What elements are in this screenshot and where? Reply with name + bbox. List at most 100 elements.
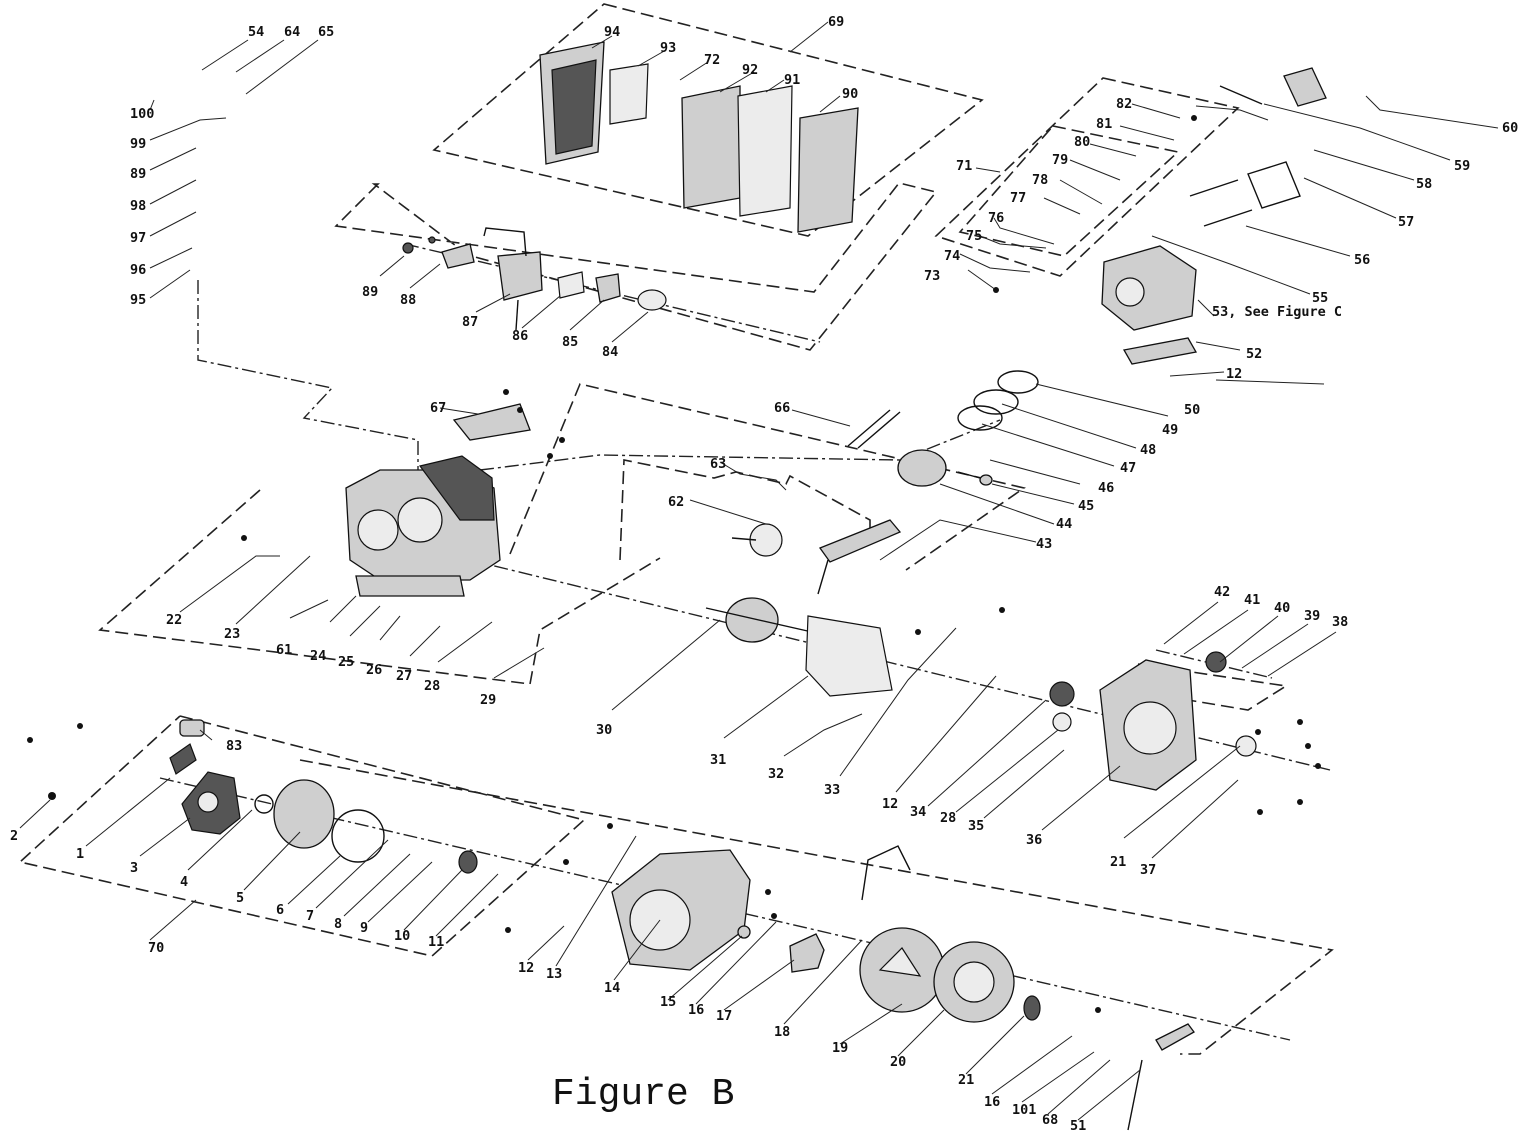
callout-33: 33 [824, 782, 840, 798]
callout-91: 91 [784, 72, 800, 88]
callout-24: 24 [310, 648, 326, 664]
air-filter-frame-69 [432, 3, 984, 237]
callout-90: 90 [842, 86, 858, 102]
callout-27: 27 [396, 668, 412, 684]
callout-81: 81 [1096, 116, 1112, 132]
callout-76: 76 [988, 210, 1004, 226]
callout-8: 8 [334, 916, 342, 932]
callout-79: 79 [1052, 152, 1068, 168]
callout-40: 40 [1274, 600, 1290, 616]
callout-21-right: 21 [1110, 854, 1126, 870]
engine-block [345, 403, 531, 597]
carburetor-assembly [402, 227, 667, 331]
callout-32: 32 [768, 766, 784, 782]
callout-78: 78 [1032, 172, 1048, 188]
callout-52: 52 [1246, 346, 1262, 362]
callout-37: 37 [1140, 862, 1156, 878]
leader-lines [19, 21, 1499, 1121]
flywheel-assembly [611, 845, 1195, 1131]
callout-68: 68 [1042, 1112, 1058, 1128]
callout-65: 65 [318, 24, 334, 40]
callout-99: 99 [130, 136, 146, 152]
callout-95: 95 [130, 292, 146, 308]
callout-6: 6 [276, 902, 284, 918]
callout-20: 20 [890, 1054, 906, 1070]
callout-69: 69 [828, 14, 844, 30]
callout-100: 100 [130, 106, 154, 122]
air-filter-assembly [539, 41, 859, 233]
callout-13: 13 [546, 966, 562, 982]
callout-46: 46 [1098, 480, 1114, 496]
callout-73: 73 [924, 268, 940, 284]
callout-23: 23 [224, 626, 240, 642]
callout-87: 87 [462, 314, 478, 330]
callout-93: 93 [660, 40, 676, 56]
callout-62: 62 [668, 494, 684, 510]
callout-86: 86 [512, 328, 528, 344]
crankcase-frame [98, 489, 661, 685]
callout-89-right: 89 [362, 284, 378, 300]
callout-96: 96 [130, 262, 146, 278]
callout-89-left: 89 [130, 166, 146, 182]
callout-16-right: 16 [984, 1094, 1000, 1110]
callout-1: 1 [76, 846, 84, 862]
callout-63: 63 [710, 456, 726, 472]
callout-10: 10 [394, 928, 410, 944]
callout-34: 34 [910, 804, 926, 820]
callout-80: 80 [1074, 134, 1090, 150]
callout-38: 38 [1332, 614, 1348, 630]
callout-18: 18 [774, 1024, 790, 1040]
callout-44: 44 [1056, 516, 1072, 532]
callout-66: 66 [774, 400, 790, 416]
callout-12-mid: 12 [882, 796, 898, 812]
callout-58: 58 [1416, 176, 1432, 192]
callout-70: 70 [148, 940, 164, 956]
crankcase-cover [1049, 651, 1257, 791]
callout-45: 45 [1078, 498, 1094, 514]
callout-41: 41 [1244, 592, 1260, 608]
callout-75: 75 [966, 228, 982, 244]
callout-7: 7 [306, 908, 314, 924]
callout-35: 35 [968, 818, 984, 834]
callout-12-bottom: 12 [518, 960, 534, 976]
callout-77: 77 [1010, 190, 1026, 206]
rocker-frame-71 [934, 77, 1240, 277]
callout-12-top: 12 [1226, 366, 1242, 382]
callout-85: 85 [562, 334, 578, 350]
callout-84: 84 [602, 344, 618, 360]
callout-57: 57 [1398, 214, 1414, 230]
callout-49: 49 [1162, 422, 1178, 438]
callout-71: 71 [956, 158, 972, 174]
callout-28-left: 28 [424, 678, 440, 694]
callout-74: 74 [944, 248, 960, 264]
callout-36: 36 [1026, 832, 1042, 848]
callout-9: 9 [360, 920, 368, 936]
callout-17: 17 [716, 1008, 732, 1024]
group-frames [18, 3, 1334, 1055]
callout-4: 4 [180, 874, 188, 890]
callout-94: 94 [604, 24, 620, 40]
callout-39: 39 [1304, 608, 1320, 624]
callout-42: 42 [1214, 584, 1230, 600]
callout-60: 60 [1502, 120, 1518, 136]
callout-26: 26 [366, 662, 382, 678]
callout-30: 30 [596, 722, 612, 738]
callout-56: 56 [1354, 252, 1370, 268]
starter-frame-70 [18, 715, 586, 957]
callout-53: 53, See Figure C [1212, 304, 1342, 320]
callout-16-left: 16 [688, 1002, 704, 1018]
callout-97: 97 [130, 230, 146, 246]
callout-31: 31 [710, 752, 726, 768]
callout-61: 61 [276, 642, 292, 658]
callout-2: 2 [10, 828, 18, 844]
callout-14: 14 [604, 980, 620, 996]
piston-and-crank [705, 370, 1039, 697]
callout-50: 50 [1184, 402, 1200, 418]
callout-labels: 54 64 65 100 99 89 98 97 96 95 94 93 72 … [10, 14, 1518, 1134]
callout-21-left: 21 [958, 1072, 974, 1088]
callout-48: 48 [1140, 442, 1156, 458]
valve-frame [958, 125, 1180, 257]
callout-28-right: 28 [940, 810, 956, 826]
callout-54: 54 [248, 24, 264, 40]
